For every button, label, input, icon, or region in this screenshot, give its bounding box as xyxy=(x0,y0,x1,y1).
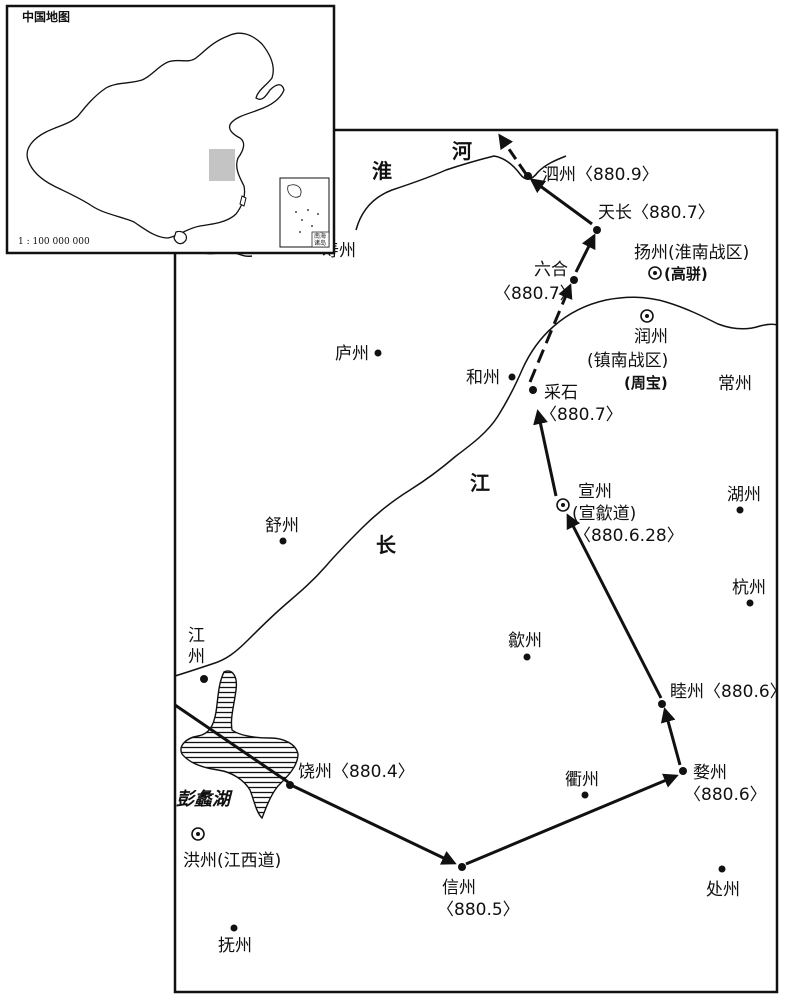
city-dot-icon xyxy=(508,373,516,381)
city-dot-icon xyxy=(679,767,687,775)
label-shuzhou: 舒州 xyxy=(265,516,299,536)
region-highlight xyxy=(209,149,235,181)
city-dot-icon xyxy=(279,537,287,545)
huang-chao-route xyxy=(174,133,682,866)
label-runzhou: 润州 xyxy=(634,327,668,347)
inset-scale: 1 : 100 000 000 xyxy=(18,237,90,247)
capital-circle-icon xyxy=(640,309,654,323)
label-gaopian: (高骈) xyxy=(664,265,708,283)
river-label-jiang: 江 xyxy=(470,471,490,495)
label-caishi-date: 〈880.7〉 xyxy=(540,405,623,425)
city-dot-icon xyxy=(746,599,754,607)
route-segment-tianchang-sizhou xyxy=(529,178,593,226)
sea-label-b: 诸岛 xyxy=(314,239,326,247)
city-dot-icon xyxy=(200,675,208,683)
hainan-island xyxy=(173,230,187,245)
label-xuanzhou-circuit: (宣歙道) xyxy=(572,503,636,524)
label-zhoubao: (周宝) xyxy=(624,374,668,392)
label-chuzhou: 处州 xyxy=(706,880,740,900)
sea-label-a: 南海 xyxy=(314,232,326,240)
route-segment-liuhe-tianchang xyxy=(574,233,596,273)
label-wuzhou: 婺州 xyxy=(693,763,727,783)
label-liuhe-date: 〈880.7〉 xyxy=(494,284,577,304)
label-liuhe: 六合 xyxy=(534,260,568,280)
capital-markers xyxy=(191,266,662,841)
label-yangzhou: 扬州(淮南战区) xyxy=(634,243,749,263)
label-tianchang: 天长〈880.7〉 xyxy=(598,203,715,223)
label-hezhou: 和州 xyxy=(466,368,500,388)
route-segment-xuan-caishi xyxy=(533,409,558,497)
label-xinzhou-date: 〈880.5〉 xyxy=(437,900,520,920)
label-huzhou: 湖州 xyxy=(727,485,761,505)
route-segment-wu-mu xyxy=(660,707,682,766)
inset-title: 中国地图 xyxy=(22,9,70,24)
label-luzhou: 庐州 xyxy=(335,344,369,364)
label-sizhou: 泗州〈880.9〉 xyxy=(542,165,659,185)
label-jiangzhou-a: 江 xyxy=(188,626,205,646)
capital-circle-icon xyxy=(648,266,662,280)
capital-circle-icon xyxy=(191,827,205,841)
label-muzhou: 睦州〈880.6〉 xyxy=(670,682,787,702)
capital-circle-icon xyxy=(556,498,570,512)
huai-river xyxy=(355,155,567,231)
china-outline xyxy=(26,32,285,239)
city-dot-icon xyxy=(581,791,589,799)
city-markers xyxy=(200,172,754,932)
city-dot-icon xyxy=(523,653,531,661)
route-segment-sizhou-north xyxy=(498,133,528,175)
lake-label: 彭蠡湖 xyxy=(176,789,233,810)
yangtze-river xyxy=(174,296,778,677)
main-map-frame xyxy=(173,128,779,994)
label-wuzhou-date: 〈880.6〉 xyxy=(684,785,767,805)
label-raozhou: 饶州〈880.4〉 xyxy=(298,762,415,782)
city-dot-icon xyxy=(524,172,532,180)
city-dot-icon xyxy=(593,226,601,234)
label-caishi: 采石 xyxy=(544,383,578,403)
river-label-he: 河 xyxy=(452,139,472,163)
city-dot-icon xyxy=(458,863,466,871)
label-fuzhou: 抚州 xyxy=(218,936,252,956)
route-segment-rao-xin xyxy=(292,784,457,865)
river-label-huai: 淮 xyxy=(372,159,392,183)
label-jiangzhou-b: 州 xyxy=(188,647,205,667)
city-dot-icon xyxy=(529,386,537,394)
label-hangzhou: 杭州 xyxy=(732,578,766,598)
route-segment-entry xyxy=(174,703,289,784)
label-changzhou: 常州 xyxy=(718,374,752,394)
route-segment-xin-wu xyxy=(465,773,679,866)
city-dot-icon xyxy=(230,924,238,932)
label-xinzhou: 信州 xyxy=(442,878,476,898)
pengli-lake xyxy=(180,670,299,820)
label-hongzhou: 洪州(江西道) xyxy=(183,851,281,871)
river-label-chang: 长 xyxy=(376,533,397,557)
label-quzhou: 衢州 xyxy=(565,769,599,790)
city-dot-icon xyxy=(736,506,744,514)
route-segment-caishi-liuhe xyxy=(528,283,573,383)
city-dot-icon xyxy=(570,276,578,284)
inset-china-map: 中国地图 南海 诸岛 1 : 100 000 000 xyxy=(5,4,336,255)
label-shezhou: 歙州 xyxy=(508,630,542,651)
label-xuanzhou: 宣州 xyxy=(578,482,612,502)
route-segment-mu-xuan xyxy=(566,513,663,699)
city-dot-icon xyxy=(374,349,382,357)
city-dot-icon xyxy=(286,781,294,789)
city-dot-icon xyxy=(658,700,666,708)
label-runzhou-zone: (镇南战区) xyxy=(587,351,668,371)
city-dot-icon xyxy=(718,865,726,873)
label-xuanzhou-date: 〈880.6.28〉 xyxy=(574,526,684,546)
taiwan-island xyxy=(239,195,247,207)
